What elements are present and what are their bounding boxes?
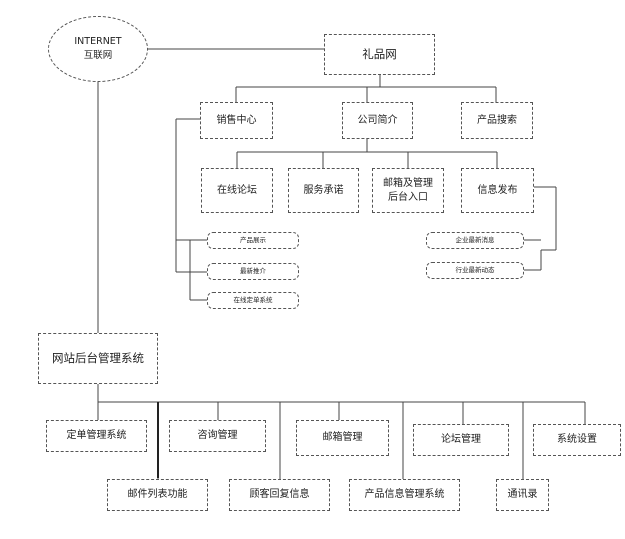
node-latest-recommend-label: 最新推介 [240, 267, 266, 276]
node-product-display-label: 产品展示 [240, 236, 266, 245]
node-customer-feedback-label: 顾客回复信息 [249, 489, 310, 501]
node-mailbox-management: 邮箱管理 [296, 420, 389, 456]
node-address-book: 通讯录 [496, 479, 549, 511]
node-product-search-label: 产品搜索 [477, 114, 517, 126]
node-industry-news: 行业最新动态 [426, 262, 524, 279]
node-service-promise: 服务承诺 [288, 168, 359, 213]
node-order-management-label: 定单管理系统 [66, 430, 127, 442]
node-product-display: 产品展示 [207, 232, 299, 249]
root-node: 礼品网 [324, 34, 435, 75]
node-mailbox-management-label: 邮箱管理 [322, 432, 363, 444]
node-order-management: 定单管理系统 [46, 420, 147, 452]
node-backend-admin-label: 网站后台管理系统 [52, 350, 144, 365]
node-product-info-management-label: 产品信息管理系统 [364, 489, 445, 501]
node-inquiry-management-label: 咨询管理 [197, 430, 238, 442]
node-info-release: 信息发布 [461, 168, 534, 213]
node-industry-news-label: 行业最新动态 [455, 266, 495, 275]
node-latest-recommend: 最新推介 [207, 263, 299, 280]
node-inquiry-management: 咨询管理 [169, 420, 266, 452]
internet-label: INTERNET [74, 35, 122, 47]
node-company-news: 企业最新消息 [426, 232, 524, 249]
node-sales-center: 销售中心 [200, 102, 273, 139]
node-product-search: 产品搜索 [461, 102, 533, 139]
node-mailbox-admin-line2: 后台入口 [388, 191, 428, 203]
node-online-order: 在线定单系统 [207, 292, 299, 309]
node-product-info-management: 产品信息管理系统 [349, 479, 460, 511]
node-online-forum: 在线论坛 [201, 168, 273, 213]
node-online-forum-label: 在线论坛 [217, 184, 257, 196]
node-address-book-label: 通讯录 [507, 489, 538, 501]
internet-sublabel: 互联网 [83, 50, 113, 61]
internet-node: INTERNET 互联网 [48, 16, 148, 82]
node-mailbox-admin: 邮箱及管理 后台入口 [372, 168, 444, 213]
node-sales-center-label: 销售中心 [216, 114, 257, 126]
node-online-order-label: 在线定单系统 [233, 296, 273, 305]
node-customer-feedback: 顾客回复信息 [229, 479, 330, 511]
node-forum-management-label: 论坛管理 [441, 434, 481, 446]
root-label: 礼品网 [362, 46, 397, 61]
node-mailing-list: 邮件列表功能 [107, 479, 208, 511]
node-service-promise-label: 服务承诺 [303, 184, 344, 196]
node-forum-management: 论坛管理 [413, 424, 509, 456]
node-company-intro-label: 公司简介 [357, 114, 398, 126]
node-mailbox-admin-line1: 邮箱及管理 [383, 178, 433, 189]
node-system-settings: 系统设置 [533, 424, 621, 456]
node-system-settings-label: 系统设置 [557, 434, 597, 446]
node-company-news-label: 企业最新消息 [455, 236, 495, 245]
node-company-intro: 公司简介 [342, 102, 413, 139]
node-backend-admin: 网站后台管理系统 [38, 333, 158, 384]
node-mailing-list-label: 邮件列表功能 [127, 489, 188, 501]
node-info-release-label: 信息发布 [477, 184, 518, 196]
